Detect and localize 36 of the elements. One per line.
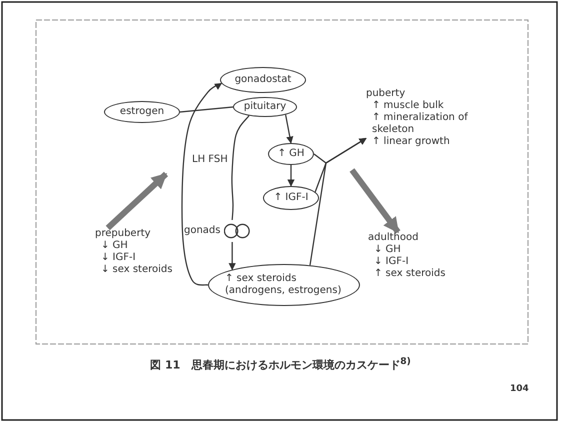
- node-text: gonadostat: [234, 74, 292, 86]
- node-text: estrogen: [120, 106, 164, 118]
- list-item: ↓ GH: [100, 240, 128, 252]
- connector-line: [180, 106, 234, 113]
- connector-line: [231, 115, 250, 220]
- node-text: ↑ IGF-I: [274, 192, 308, 204]
- ellipse-node: [263, 186, 319, 210]
- ellipse-node: [104, 101, 180, 123]
- ellipse-node: [220, 67, 306, 93]
- ellipse-node: [233, 97, 297, 117]
- heading-text: puberty: [366, 88, 406, 100]
- node-text: ↑ GH: [278, 148, 304, 160]
- list-item: ↑ linear growth: [371, 136, 450, 148]
- node-text: gonads: [184, 225, 220, 237]
- list-item: ↓ IGF-I: [100, 252, 136, 264]
- heading-text: prepuberty: [95, 228, 151, 240]
- figure-caption: 図 11 思春期におけるホルモン環境のカスケード$^{8)}$: [149, 356, 412, 373]
- list-item: ↓ GH: [373, 244, 401, 256]
- ellipse-node: [208, 264, 360, 306]
- arrow: [287, 165, 295, 187]
- list-item: ↓ sex steroids: [100, 264, 172, 276]
- list-item: ↓ IGF-I: [373, 256, 409, 268]
- node-text: pituitary: [244, 101, 286, 113]
- heading-text: adulthood: [368, 232, 418, 244]
- list-item: ↑ muscle bulk: [371, 100, 444, 112]
- ellipse-node: [268, 143, 314, 165]
- block-arrow: [350, 168, 400, 234]
- list-item: ↑ sex steroids: [373, 268, 446, 280]
- list-item: ↑ mineralization of skeleton: [371, 112, 469, 136]
- block-arrow: [106, 172, 168, 230]
- page-number: 104: [510, 384, 529, 394]
- arrow: [181, 82, 222, 286]
- node-text: ↑ sex steroids (androgens, estrogens): [225, 273, 342, 297]
- arrow: [309, 138, 367, 266]
- arrow: [228, 242, 236, 270]
- arrow: [285, 114, 294, 144]
